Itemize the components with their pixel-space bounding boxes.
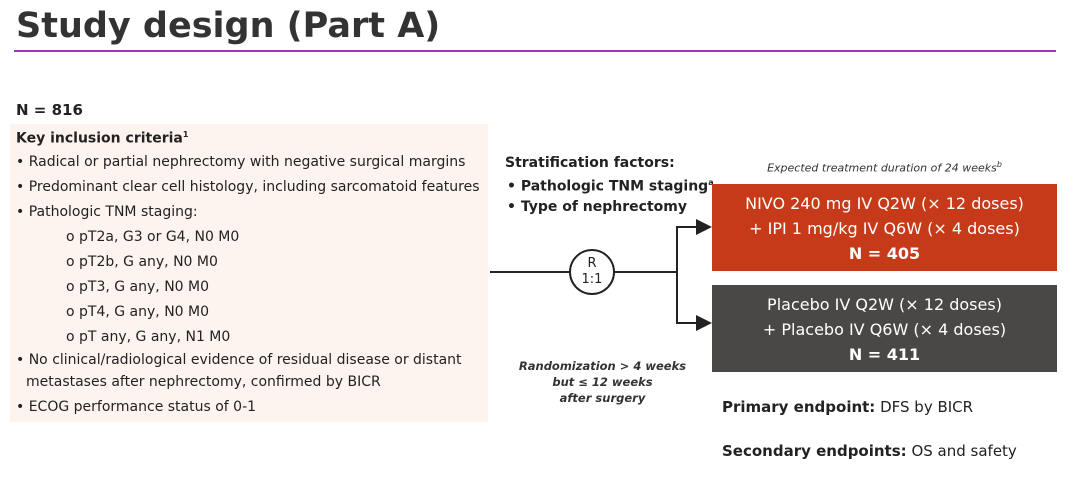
criteria-item: • Radical or partial nephrectomy with ne… bbox=[16, 154, 466, 170]
criteria-subitem: o pT2b, G any, N0 M0 bbox=[66, 254, 218, 270]
criteria-item: • Predominant clear cell histology, incl… bbox=[16, 179, 480, 195]
criteria-subitem: o pT3, G any, N0 M0 bbox=[66, 279, 210, 295]
stratification-item: • Pathologic TNM staginga bbox=[507, 178, 714, 195]
criteria-item-cont: metastases after nephrectomy, confirmed … bbox=[26, 374, 381, 390]
criteria-subitem: o pT2a, G3 or G4, N0 M0 bbox=[66, 229, 240, 245]
nivo-ipi-arm: NIVO 240 mg IV Q2W (× 12 doses)+ IPI 1 m… bbox=[712, 184, 1057, 271]
stratification-item: • Type of nephrectomy bbox=[507, 198, 687, 215]
inclusion-criteria-panel: Key inclusion criteria1 • Radical or par… bbox=[10, 124, 488, 422]
page-title: Study design (Part A) bbox=[16, 6, 441, 46]
expected-duration: Expected treatment duration of 24 weeksb bbox=[767, 160, 1002, 175]
inclusion-heading: Key inclusion criteria1 bbox=[16, 130, 189, 147]
criteria-item: • No clinical/radiological evidence of r… bbox=[16, 352, 462, 368]
criteria-item: • ECOG performance status of 0-1 bbox=[16, 399, 257, 415]
stratification-factors: Stratification factors: • Pathologic TNM… bbox=[505, 153, 714, 217]
criteria-subitem: o pT4, G any, N0 M0 bbox=[66, 304, 210, 320]
primary-endpoint: Primary endpoint: DFS by BICR bbox=[722, 398, 974, 416]
criteria-subitem: o pT any, G any, N1 M0 bbox=[66, 329, 231, 345]
placebo-arm: Placebo IV Q2W (× 12 doses)+ Placebo IV … bbox=[712, 285, 1057, 372]
secondary-endpoints: Secondary endpoints: OS and safety bbox=[722, 442, 1017, 460]
criteria-item: • Pathologic TNM staging: bbox=[16, 204, 198, 220]
total-n: N = 816 bbox=[16, 101, 83, 119]
stratification-heading: Stratification factors: bbox=[505, 155, 675, 171]
title-divider bbox=[14, 50, 1056, 52]
